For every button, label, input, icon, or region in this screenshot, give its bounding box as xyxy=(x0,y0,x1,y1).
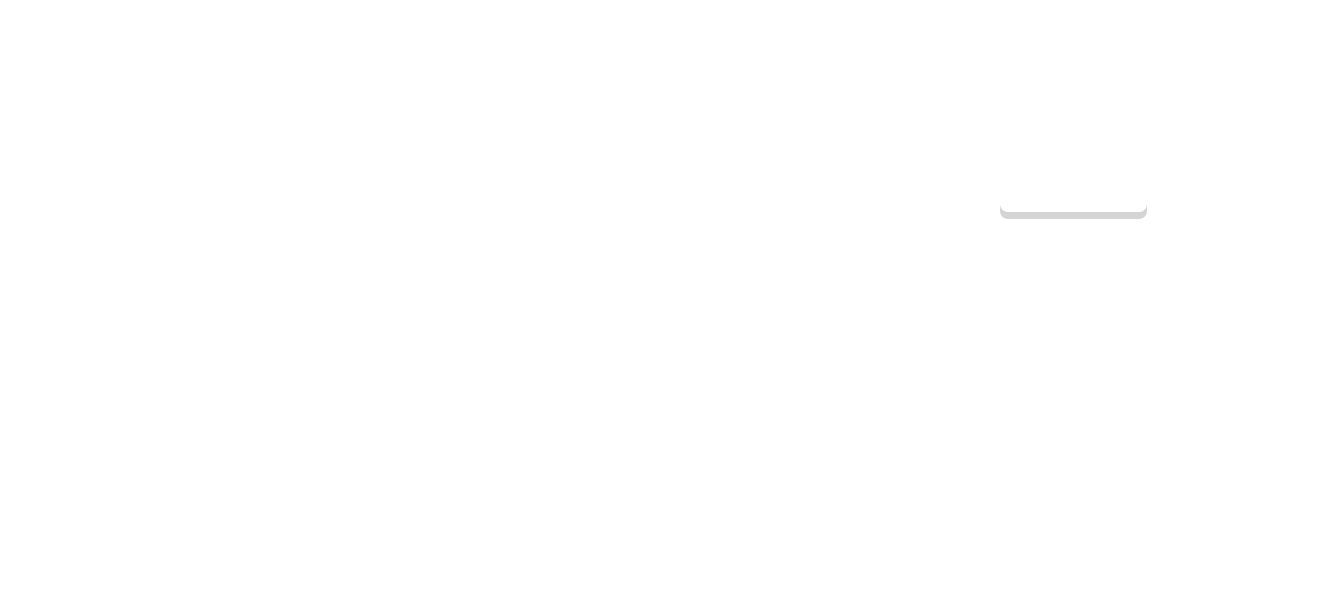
popup-card xyxy=(1000,0,1147,212)
